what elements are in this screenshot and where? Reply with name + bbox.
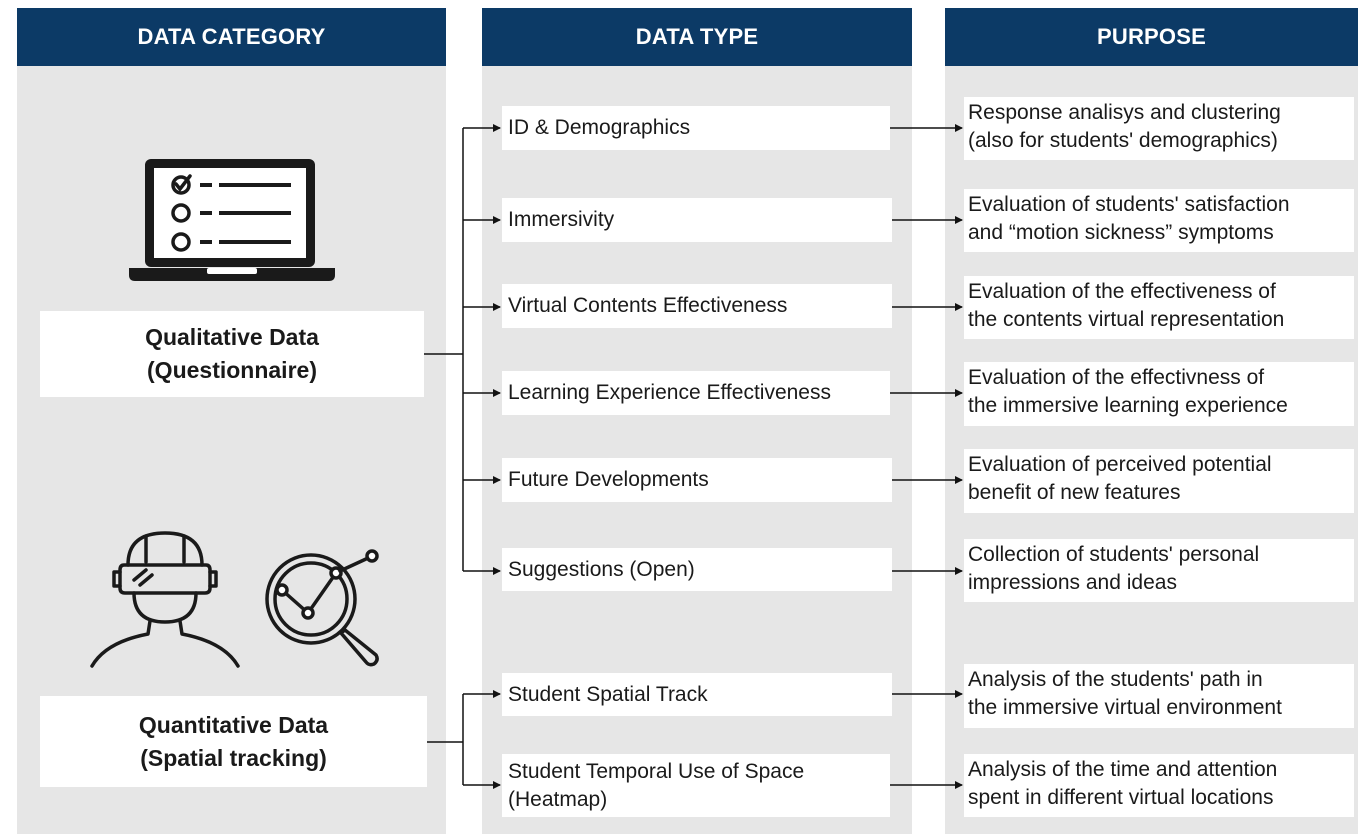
qualitative-data-subtitle: (Questionnaire) (147, 357, 317, 383)
magnifier-chart-icon (265, 549, 379, 667)
qualitative-data-title: Qualitative Data (145, 324, 319, 350)
quantitative-data-box: Quantitative Data (Spatial tracking) (40, 696, 427, 787)
category-header: DATA CATEGORY (17, 8, 446, 66)
type-header: DATA TYPE (482, 8, 912, 66)
laptop-questionnaire-icon (129, 159, 335, 281)
purpose-header: PURPOSE (945, 8, 1358, 66)
quantitative-data-title: Quantitative Data (138, 711, 329, 738)
type-suggestions-open: Suggestions (Open) (502, 548, 892, 591)
vr-headset-user-icon (90, 531, 240, 668)
type-id-demographics: ID & Demographics (502, 106, 890, 150)
type-student-spatial-track: Student Spatial Track (502, 673, 892, 716)
quantitative-data-subtitle: (Spatial tracking) (140, 744, 327, 771)
type-virtual-contents-effectiveness: Virtual Contents Effectiveness (502, 284, 892, 328)
type-immersivity: Immersivity (502, 198, 892, 242)
qualitative-data-box: Qualitative Data (Questionnaire) (40, 311, 424, 397)
type-future-developments: Future Developments (502, 458, 892, 502)
purpose-response-analysis: Response analisys and clustering(also fo… (964, 97, 1354, 160)
type-learning-experience-effectiveness: Learning Experience Effectiveness (502, 371, 890, 415)
type-student-temporal-use-of-space: Student Temporal Use of Space (Heatmap) (502, 754, 890, 817)
